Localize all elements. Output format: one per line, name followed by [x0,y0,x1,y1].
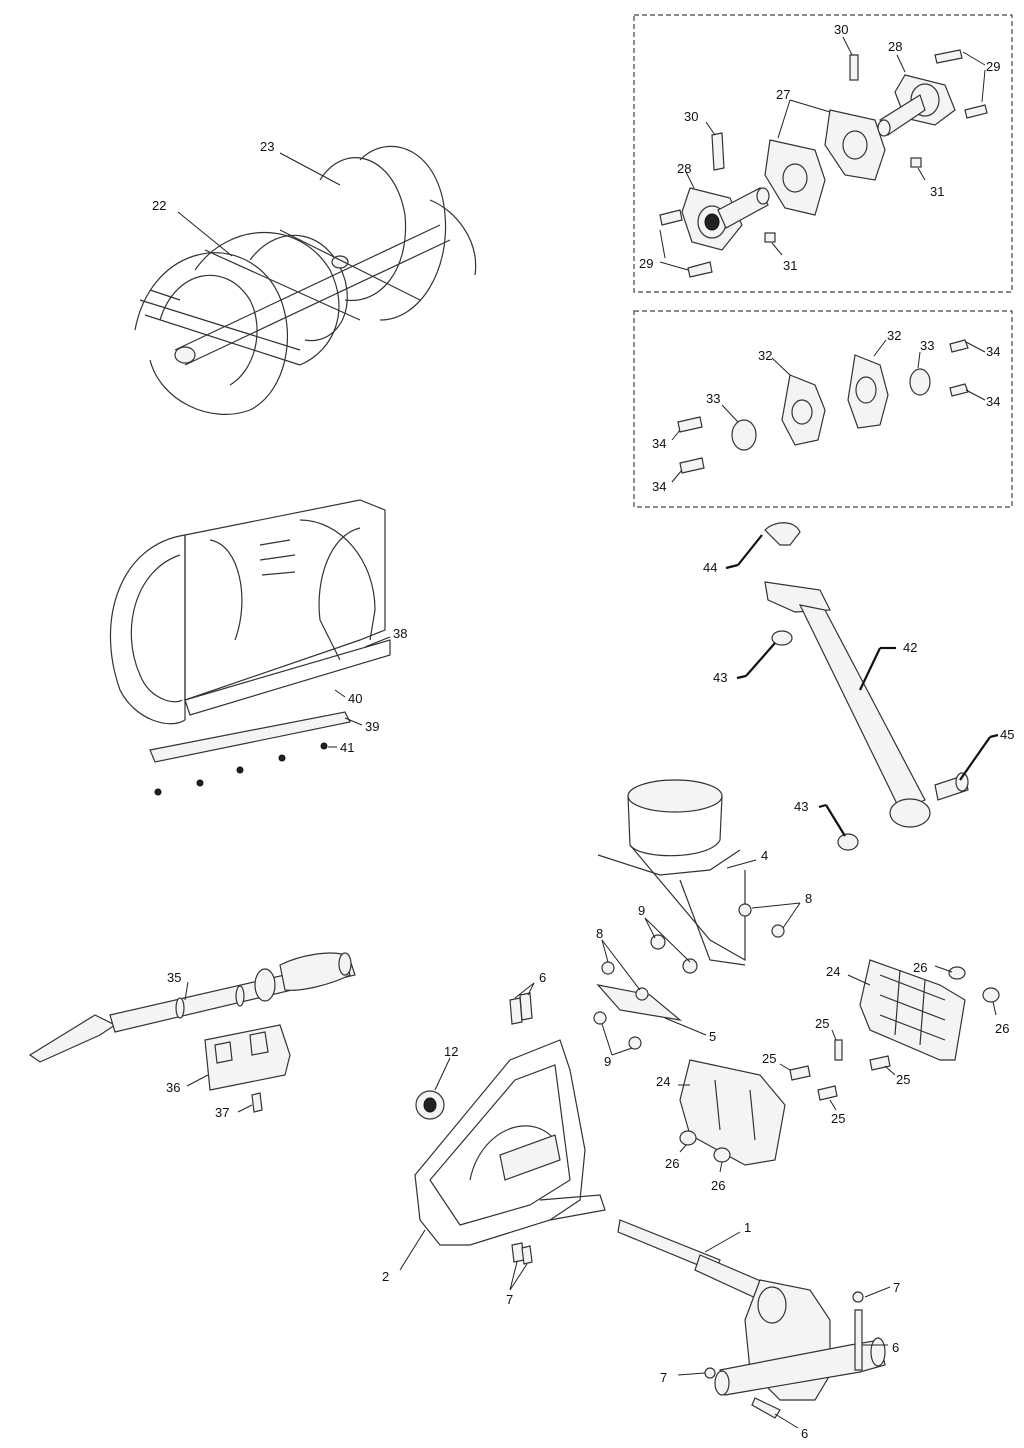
callout-25-a: 25 [815,1016,829,1031]
auger-assembly [134,145,477,415]
callout-26-top-left: 26 [913,960,927,975]
callout-33-left: 33 [706,391,720,406]
callout-34-top-right: 34 [986,344,1000,359]
skid-shoes [679,959,1000,1166]
callout-34-mid-left: 34 [652,436,666,451]
callout-44: 44 [703,560,717,575]
callout-6-top: 6 [539,970,546,985]
chute-crank-assembly [764,522,969,851]
callout-42: 42 [903,640,917,655]
callout-5: 5 [709,1029,716,1044]
callout-39: 39 [365,719,379,734]
handle-shaft-assembly [28,952,356,1113]
gearbox-frame-assembly [414,992,886,1419]
callout-4: 4 [761,848,768,863]
callout-30-left: 30 [684,109,698,124]
bearing-kit-inset-box [633,14,1013,293]
callout-37: 37 [215,1105,229,1120]
bearing-kit-parts [659,49,988,278]
callout-40: 40 [348,691,362,706]
callout-25-c: 25 [896,1072,910,1087]
callout-31-right: 31 [930,184,944,199]
callout-33-right: 33 [920,338,934,353]
callout-31-left: 31 [783,258,797,273]
callout-45: 45 [1000,727,1014,742]
callout-24-top: 24 [826,964,840,979]
callout-35: 35 [167,970,181,985]
auger-housing [109,499,391,796]
callout-27: 27 [776,87,790,102]
callout-22: 22 [152,198,166,213]
callout-8-left: 8 [596,926,603,941]
callout-7-right: 7 [893,1280,900,1295]
callout-29-left: 29 [639,256,653,271]
callout-41: 41 [340,740,354,755]
callout-43-bottom: 43 [794,799,808,814]
callout-28-top: 28 [888,39,902,54]
callout-7-left: 7 [660,1370,667,1385]
callout-2: 2 [382,1269,389,1284]
callout-1: 1 [744,1220,751,1235]
callout-34-bottom-right: 34 [986,394,1000,409]
callout-43-top: 43 [713,670,727,685]
callout-26-bottom-right: 26 [711,1178,725,1193]
callout-29-top: 29 [986,59,1000,74]
callout-23: 23 [260,139,274,154]
callout-6-right: 6 [892,1340,899,1355]
callout-25-d: 25 [831,1111,845,1126]
callout-7-center: 7 [506,1292,513,1307]
callout-25-b: 25 [762,1051,776,1066]
callout-38: 38 [393,626,407,641]
callout-32-right: 32 [887,328,901,343]
bushing-kit-inset-box [633,310,1013,508]
callout-8-right: 8 [805,891,812,906]
callout-26-bottom-left: 26 [665,1156,679,1171]
bushing-kit-parts [677,339,969,474]
callout-30-top: 30 [834,22,848,37]
callout-32-left: 32 [758,348,772,363]
callout-12: 12 [444,1044,458,1059]
callout-6-bottom: 6 [801,1426,808,1441]
chute-assembly [593,779,785,1050]
callout-26-top-right: 26 [995,1021,1009,1036]
callout-36: 36 [166,1080,180,1095]
callout-34-bottom-left: 34 [652,479,666,494]
callout-28-left: 28 [677,161,691,176]
callout-9-top: 9 [638,903,645,918]
callout-24-bottom: 24 [656,1074,670,1089]
callout-9-bottom: 9 [604,1054,611,1069]
